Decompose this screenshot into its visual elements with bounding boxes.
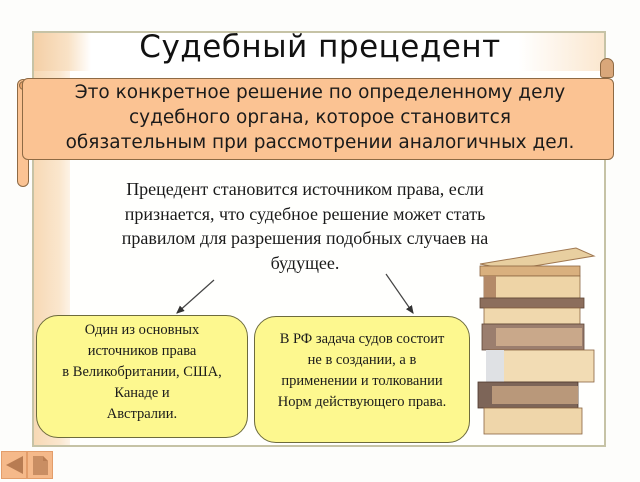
definition-scroll (22, 78, 614, 160)
note-line: В РФ задача судов состоит (279, 331, 445, 347)
note-line: в Великобритании, США, (62, 364, 222, 380)
note-common-law: Один из основных источников права в Вели… (36, 315, 248, 438)
title-band (34, 33, 604, 71)
slide-title: Судебный прецедент (139, 29, 501, 65)
previous-slide-button[interactable] (1, 451, 27, 479)
note-line: Норм действующего права. (277, 394, 447, 410)
stack-of-books-icon (477, 247, 596, 435)
definition-line: обязательным при рассмотрении аналогичны… (65, 132, 575, 153)
note-line: источников права (87, 343, 197, 359)
note-line: не в создании, а в (307, 352, 417, 368)
definition-line: Это конкретное решение по определенному … (74, 82, 566, 103)
explanation-line: признается, что судебное решение может с… (124, 203, 486, 224)
note-line: Один из основных (84, 322, 200, 338)
explanation-text: Прецедент становится источником права, е… (80, 177, 530, 275)
slide-list-button[interactable] (27, 451, 53, 479)
note-line: Австралии. (106, 406, 178, 422)
explanation-line: Прецедент становится источником права, е… (126, 179, 484, 199)
note-russia: В РФ задача судов состоит не в создании,… (254, 316, 470, 443)
note-line: Канаде и (114, 385, 170, 401)
document-icon (33, 456, 48, 475)
note-line: применении и толковании (281, 373, 443, 389)
explanation-line: правилом для разрешения подобных случаев… (121, 228, 489, 248)
definition-line: судебного органа, которое становится (129, 107, 511, 128)
triangle-left-icon (6, 456, 23, 474)
definition-text: Это конкретное решение по определенному … (22, 80, 618, 155)
explanation-line: будущее. (270, 252, 340, 273)
scroll-curl-right-icon (600, 58, 614, 78)
